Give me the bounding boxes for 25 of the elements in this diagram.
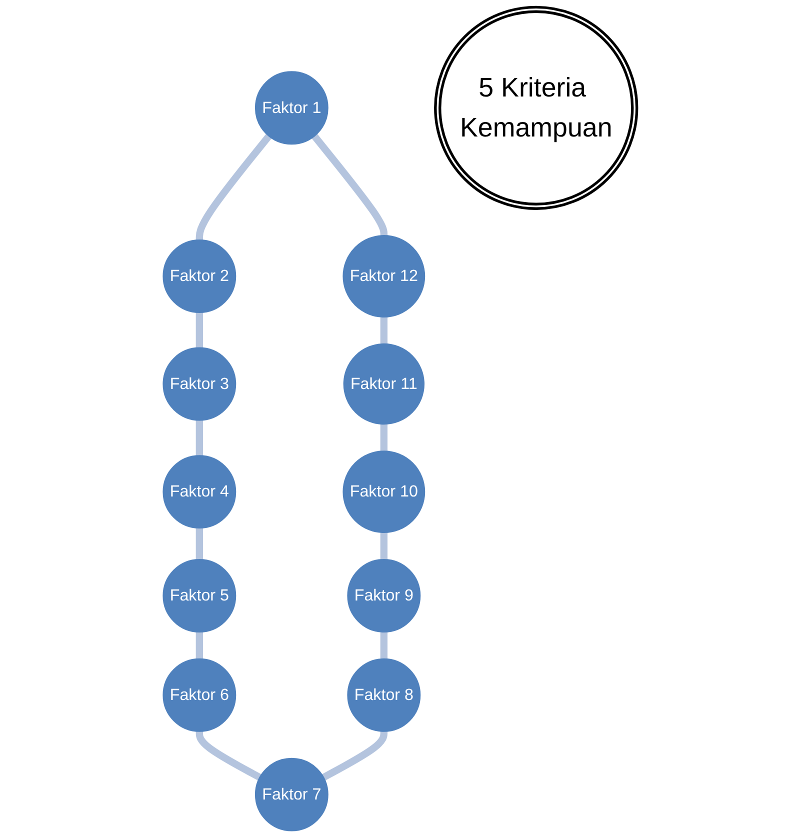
node-circle: Faktor 10 (342, 450, 426, 534)
node-circle: Faktor 3 (162, 347, 236, 421)
node-circle: Faktor 6 (162, 658, 236, 732)
node-circle: Faktor 1 (254, 71, 328, 145)
connector (322, 730, 388, 780)
node-circle: Faktor 4 (162, 455, 236, 529)
connector (380, 422, 388, 452)
connector (196, 420, 203, 456)
connector (196, 312, 203, 348)
connector (196, 134, 272, 241)
connector (196, 528, 203, 561)
node-circle: 5 Kriteria Kemampuan (434, 6, 638, 210)
node-circle: Faktor 8 (347, 658, 421, 732)
node-circle: Faktor 11 (343, 343, 425, 425)
node-circle: Faktor 2 (162, 240, 236, 313)
connector (196, 730, 262, 780)
connector (312, 134, 388, 237)
connector (380, 531, 388, 561)
connector (380, 630, 388, 660)
node-circle: Faktor 5 (162, 559, 236, 632)
node-circle: Faktor 12 (342, 235, 426, 318)
connector (380, 316, 388, 346)
connector (196, 630, 203, 660)
node-circle: Faktor 7 (254, 758, 328, 832)
node-circle: Faktor 9 (347, 559, 421, 632)
